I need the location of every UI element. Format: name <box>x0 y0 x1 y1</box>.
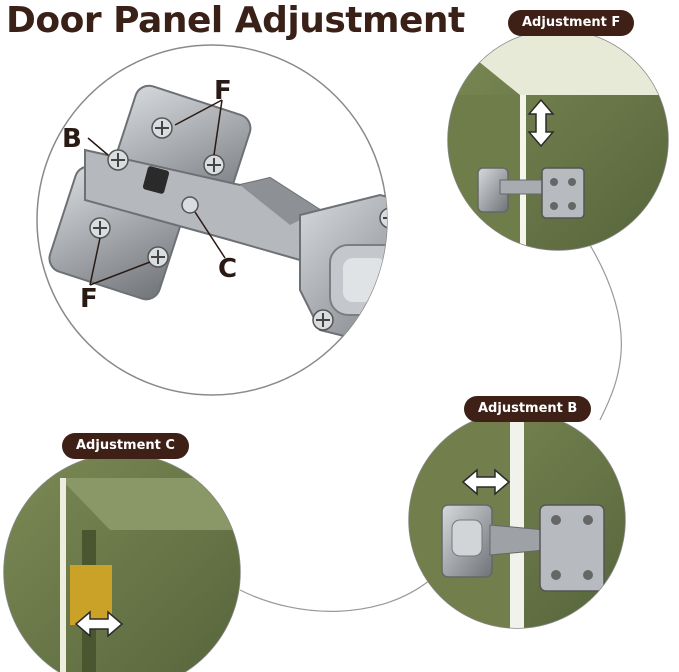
letter-c: C <box>218 254 238 284</box>
screw-cup-2 <box>312 309 334 331</box>
screw-f-bottom-1 <box>89 217 111 239</box>
adjustment-f-label: Adjustment F <box>508 10 635 36</box>
page-title: Door Panel Adjustment <box>6 0 465 41</box>
screw-f-top-2 <box>203 154 225 176</box>
adjustment-b-circle <box>408 411 626 629</box>
screw-f-top-1 <box>151 117 173 139</box>
hinge-closeup-circle <box>36 44 388 396</box>
letter-b: B <box>62 124 82 154</box>
connector-line-f-b <box>589 244 622 421</box>
letter-f-top: F <box>214 76 232 106</box>
connector-line-c-b <box>239 579 431 612</box>
vertical-arrow-icon <box>527 98 555 148</box>
screw-b <box>107 149 129 171</box>
screw-f-bottom-2 <box>147 246 169 268</box>
adjustment-c-circle <box>3 453 241 672</box>
adjustment-f-circle <box>447 29 669 251</box>
pointer-lines <box>87 99 226 286</box>
adjustment-c-label: Adjustment C <box>62 433 189 459</box>
horizontal-arrow-c-icon <box>74 610 124 638</box>
screw-cup-1 <box>379 207 387 229</box>
horizontal-arrow-icon <box>461 468 511 496</box>
adjustment-b-label: Adjustment B <box>464 396 592 422</box>
screw-c <box>181 196 199 214</box>
letter-f-bottom: F <box>80 284 98 314</box>
